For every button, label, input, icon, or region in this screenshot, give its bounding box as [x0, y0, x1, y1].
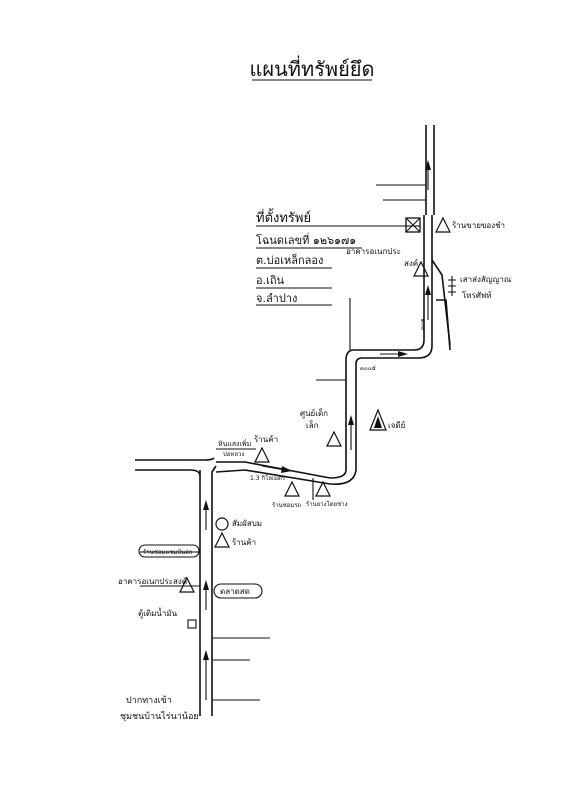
svg-text:โทรศัพท์: โทรศัพท์ [462, 290, 492, 300]
svg-text:อาคารอเนกประ: อาคารอเนกประ [346, 247, 401, 256]
landmark-sign-top: หินแสงเพิ่ม บ่อหลวง [216, 439, 256, 458]
map-title: แผนที่ทรัพย์ยึด [250, 55, 375, 81]
svg-text:เสาส่งสัญญาณ: เสาส่งสัญญาณ [460, 275, 512, 284]
landmark-building-2: อาคารอเนกประสงค์ [118, 576, 195, 593]
tower-icon [448, 276, 456, 296]
svg-text:ศูนย์เด็ก: ศูนย์เด็ก [300, 408, 328, 419]
svg-text:ตลาดสด: ตลาดสด [220, 587, 250, 596]
landmark-market: ตลาดสด [213, 583, 263, 599]
triangle-icon [179, 576, 195, 593]
triangle-icon [435, 216, 451, 233]
svg-text:เล็ก: เล็ก [306, 420, 319, 430]
road-number-b: ๓๐๐๕ [360, 365, 376, 372]
landmark-pump: สัมผัสบม [215, 517, 262, 531]
distance-label: 1.3 กิโลเมตร [250, 474, 286, 482]
landmark-entrance: ปากทางเข้า ชุมชนบ้านไร่นาน้อย [120, 695, 199, 722]
triangle-icon [214, 531, 230, 548]
landmark-childcare: ศูนย์เด็ก เล็ก [300, 408, 342, 447]
square-icon [187, 619, 197, 629]
direction-arrows [203, 160, 431, 700]
svg-text:ร้านค้า: ร้านค้า [254, 435, 278, 444]
svg-text:ร้านขายของชำ: ร้านขายของชำ [452, 221, 505, 230]
landmark-water: ตู้เติมน้ำมัน [138, 607, 197, 629]
landmark-shop-top-right: ร้านขายของชำ [435, 216, 505, 233]
triangle-icon [254, 446, 270, 463]
landmark-shops-junction: ร้านซ่อมรถ ร้านยางโดยช่าง [272, 480, 348, 509]
svg-text:ร้านค้า: ร้านค้า [232, 538, 256, 547]
pagoda-icon [369, 408, 387, 431]
landmark-sign-left: ร้านซ่อมแชมป์นอก [138, 544, 200, 558]
landmark-building-1: อาคารอเนกประ สงค์ [346, 247, 429, 277]
circle-icon [215, 517, 229, 531]
svg-text:ร้านยางโดยช่าง: ร้านยางโดยช่าง [306, 500, 348, 508]
svg-text:เจดีย์: เจดีย์ [388, 420, 405, 430]
svg-text:ร้านซ่อมรถ: ร้านซ่อมรถ [272, 502, 302, 509]
property-heading: ที่ตั้งทรัพย์ [256, 208, 311, 226]
landmark-shop-2: ร้านค้า [214, 531, 256, 548]
svg-text:หินแสงเพิ่ม: หินแสงเพิ่ม [218, 439, 251, 448]
property-line-4: จ.ลำปาง [256, 292, 297, 305]
property-line-3: อ.เถิน [256, 274, 285, 287]
property-info: ที่ตั้งทรัพย์ โฉนดเลขที่ ๑๒๖๑๗๑ ต.บ่อเหล… [256, 208, 421, 306]
svg-text:ปากทางเข้า: ปากทางเข้า [126, 695, 172, 706]
main-road [135, 125, 451, 716]
landmark-pagoda: เจดีย์ [369, 408, 405, 431]
property-line-2: ต.บ่อเหล็กลอง [256, 253, 323, 267]
svg-text:อาคารอเนกประสงค์: อาคารอเนกประสงค์ [118, 576, 187, 586]
svg-text:สงค์: สงค์ [404, 258, 418, 268]
svg-text:สัมผัสบม: สัมผัสบม [232, 519, 262, 528]
svg-text:ตู้เติมน้ำมัน: ตู้เติมน้ำมัน [138, 607, 178, 619]
svg-text:ร้านซ่อมแชมป์นอก: ร้านซ่อมแชมป์นอก [143, 548, 193, 556]
svg-text:ชุมชนบ้านไร่นาน้อย: ชุมชนบ้านไร่นาน้อย [120, 711, 199, 722]
road-number-a: ๓๐๑ [419, 318, 426, 330]
property-marker [405, 217, 421, 233]
property-line-1: โฉนดเลขที่ ๑๒๖๑๗๑ [256, 232, 356, 247]
landmark-shop-1: ร้านค้า [254, 435, 278, 463]
landmark-telecom: เสาส่งสัญญาณ โทรศัพท์ [448, 275, 512, 300]
triangle-icon [315, 480, 331, 497]
svg-text:บ่อหลวง: บ่อหลวง [223, 451, 244, 458]
triangle-icon [326, 430, 342, 447]
triangle-icon [413, 260, 429, 277]
triangle-icon [284, 480, 300, 497]
